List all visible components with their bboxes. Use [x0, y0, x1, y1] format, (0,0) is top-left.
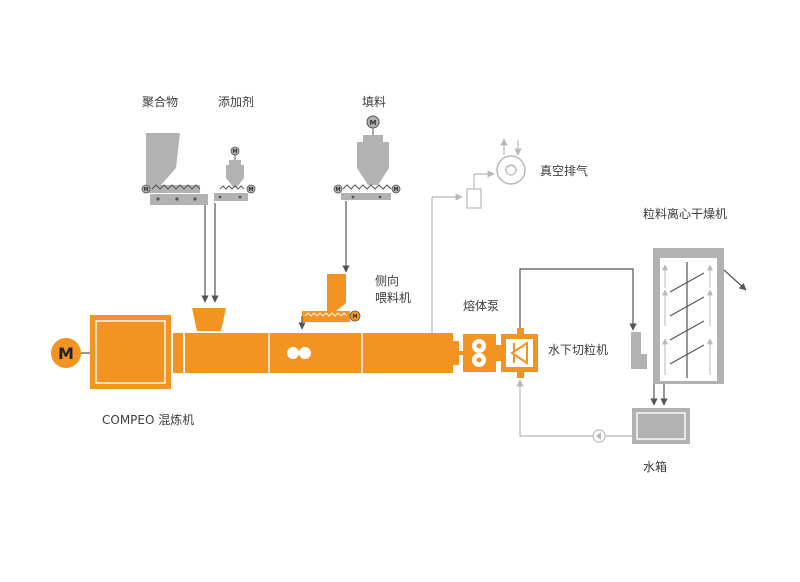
underwater-pelletizer [501, 328, 538, 378]
vacuum-unit [466, 138, 526, 209]
filler-feeder: M M M [333, 115, 401, 200]
label-water-tank: 水箱 [643, 459, 667, 474]
side-feeder: M [298, 274, 361, 330]
label-melt-pump: 熔体泵 [463, 298, 499, 313]
svg-text:M: M [233, 149, 238, 155]
label-polymer: 聚合物 [142, 94, 178, 109]
additive-feeder: M M [214, 146, 256, 201]
label-side-feeder-line2: 喂料机 [375, 291, 411, 305]
svg-text:M: M [144, 187, 149, 193]
polymer-motor-icon [141, 184, 151, 194]
vacuum-pump-icon [496, 155, 526, 185]
svg-text:M: M [394, 187, 399, 193]
label-filler: 填料 [362, 95, 386, 109]
water-tank [632, 408, 690, 444]
svg-text:M: M [58, 344, 74, 363]
melt-pump [463, 334, 501, 372]
side-feeder-motor-icon [349, 310, 361, 322]
centrifugal-dryer [631, 248, 747, 406]
svg-text:M: M [336, 187, 341, 193]
svg-text:M: M [353, 314, 358, 320]
barrel [185, 333, 453, 373]
label-centrifugal-dryer: 粒料离心干燥机 [643, 206, 727, 221]
svg-text:M: M [370, 119, 377, 127]
label-underwater-pelletizer: 水下切粒机 [548, 342, 608, 357]
svg-text:M: M [249, 187, 254, 193]
label-additive: 添加剂 [218, 94, 254, 109]
label-vacuum-vent: 真空排气 [540, 163, 588, 178]
label-side-feeder-line1: 侧向 [375, 273, 399, 288]
compounder: M [51, 308, 459, 389]
gearbox [90, 315, 171, 389]
label-compounder: COMPEO 混炼机 [102, 412, 194, 427]
polymer-feeder: M [141, 133, 208, 205]
main-motor-icon [51, 338, 81, 368]
main-inlet-hopper [192, 308, 226, 331]
feed-lines [201, 201, 350, 303]
